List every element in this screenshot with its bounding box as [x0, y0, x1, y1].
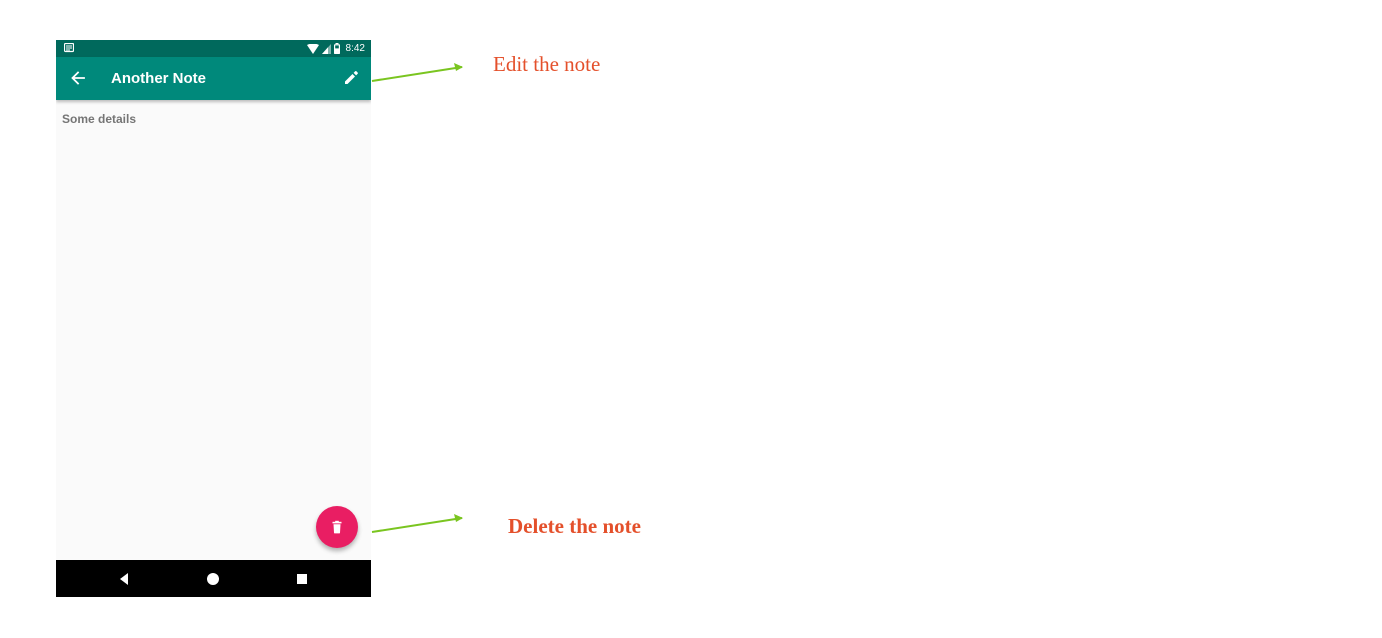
delete-annotation-label: Delete the note	[508, 514, 641, 538]
system-nav-bar	[56, 560, 371, 597]
wifi-icon	[306, 43, 319, 54]
edit-arrow	[371, 63, 463, 82]
delete-arrow	[371, 514, 463, 533]
phone-screen: 8:42 Another Note Some details	[56, 40, 371, 597]
back-triangle-icon[interactable]	[115, 570, 133, 588]
status-icons: 8:42	[306, 42, 365, 55]
status-time: 8:42	[345, 43, 365, 54]
signal-icon	[321, 43, 331, 54]
page-title: Another Note	[111, 70, 206, 87]
app-bar: Another Note	[56, 57, 371, 100]
home-circle-icon[interactable]	[204, 570, 222, 588]
status-bar: 8:42	[56, 40, 371, 57]
battery-icon	[333, 43, 340, 54]
arrow-back-icon[interactable]	[68, 68, 88, 88]
pencil-icon[interactable]	[341, 68, 361, 88]
edit-annotation-label: Edit the note	[493, 52, 601, 76]
delete-button[interactable]	[316, 506, 358, 548]
recents-square-icon[interactable]	[293, 570, 311, 588]
notification-icon	[64, 43, 74, 53]
note-details: Some details	[62, 112, 137, 126]
trash-icon	[332, 520, 342, 534]
